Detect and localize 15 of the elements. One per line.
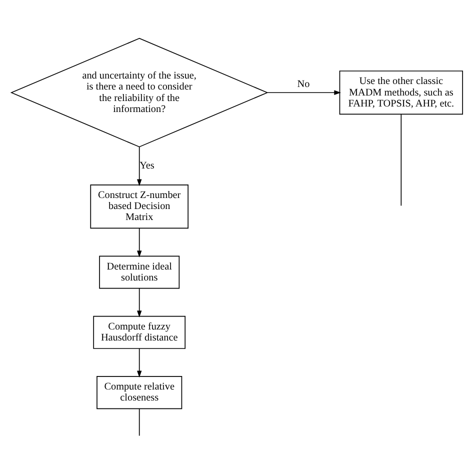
arrow [136, 348, 142, 378]
connector [400, 113, 402, 206]
arrow [136, 146, 142, 186]
node-box: Compute fuzzy Hausdorff distance [93, 315, 186, 348]
node-box: Construct Z-number based Decision Matrix [90, 184, 188, 228]
arrow [136, 288, 142, 317]
edge-label: No [297, 78, 310, 90]
edge-label: Yes [140, 160, 154, 172]
node-box: Compute relative closeness [96, 376, 182, 409]
arrow [136, 227, 142, 257]
connector [138, 408, 140, 436]
node-box: Determine ideal solutions [99, 255, 180, 288]
node-box: Use the other classic MADM methods, such as FAHP, TOPSIS, AHP, etc. [339, 70, 464, 114]
arrow [267, 90, 341, 94]
node-diamond: and uncertainty of the issue, is there a need to consider the reliability of the information? [10, 37, 268, 147]
